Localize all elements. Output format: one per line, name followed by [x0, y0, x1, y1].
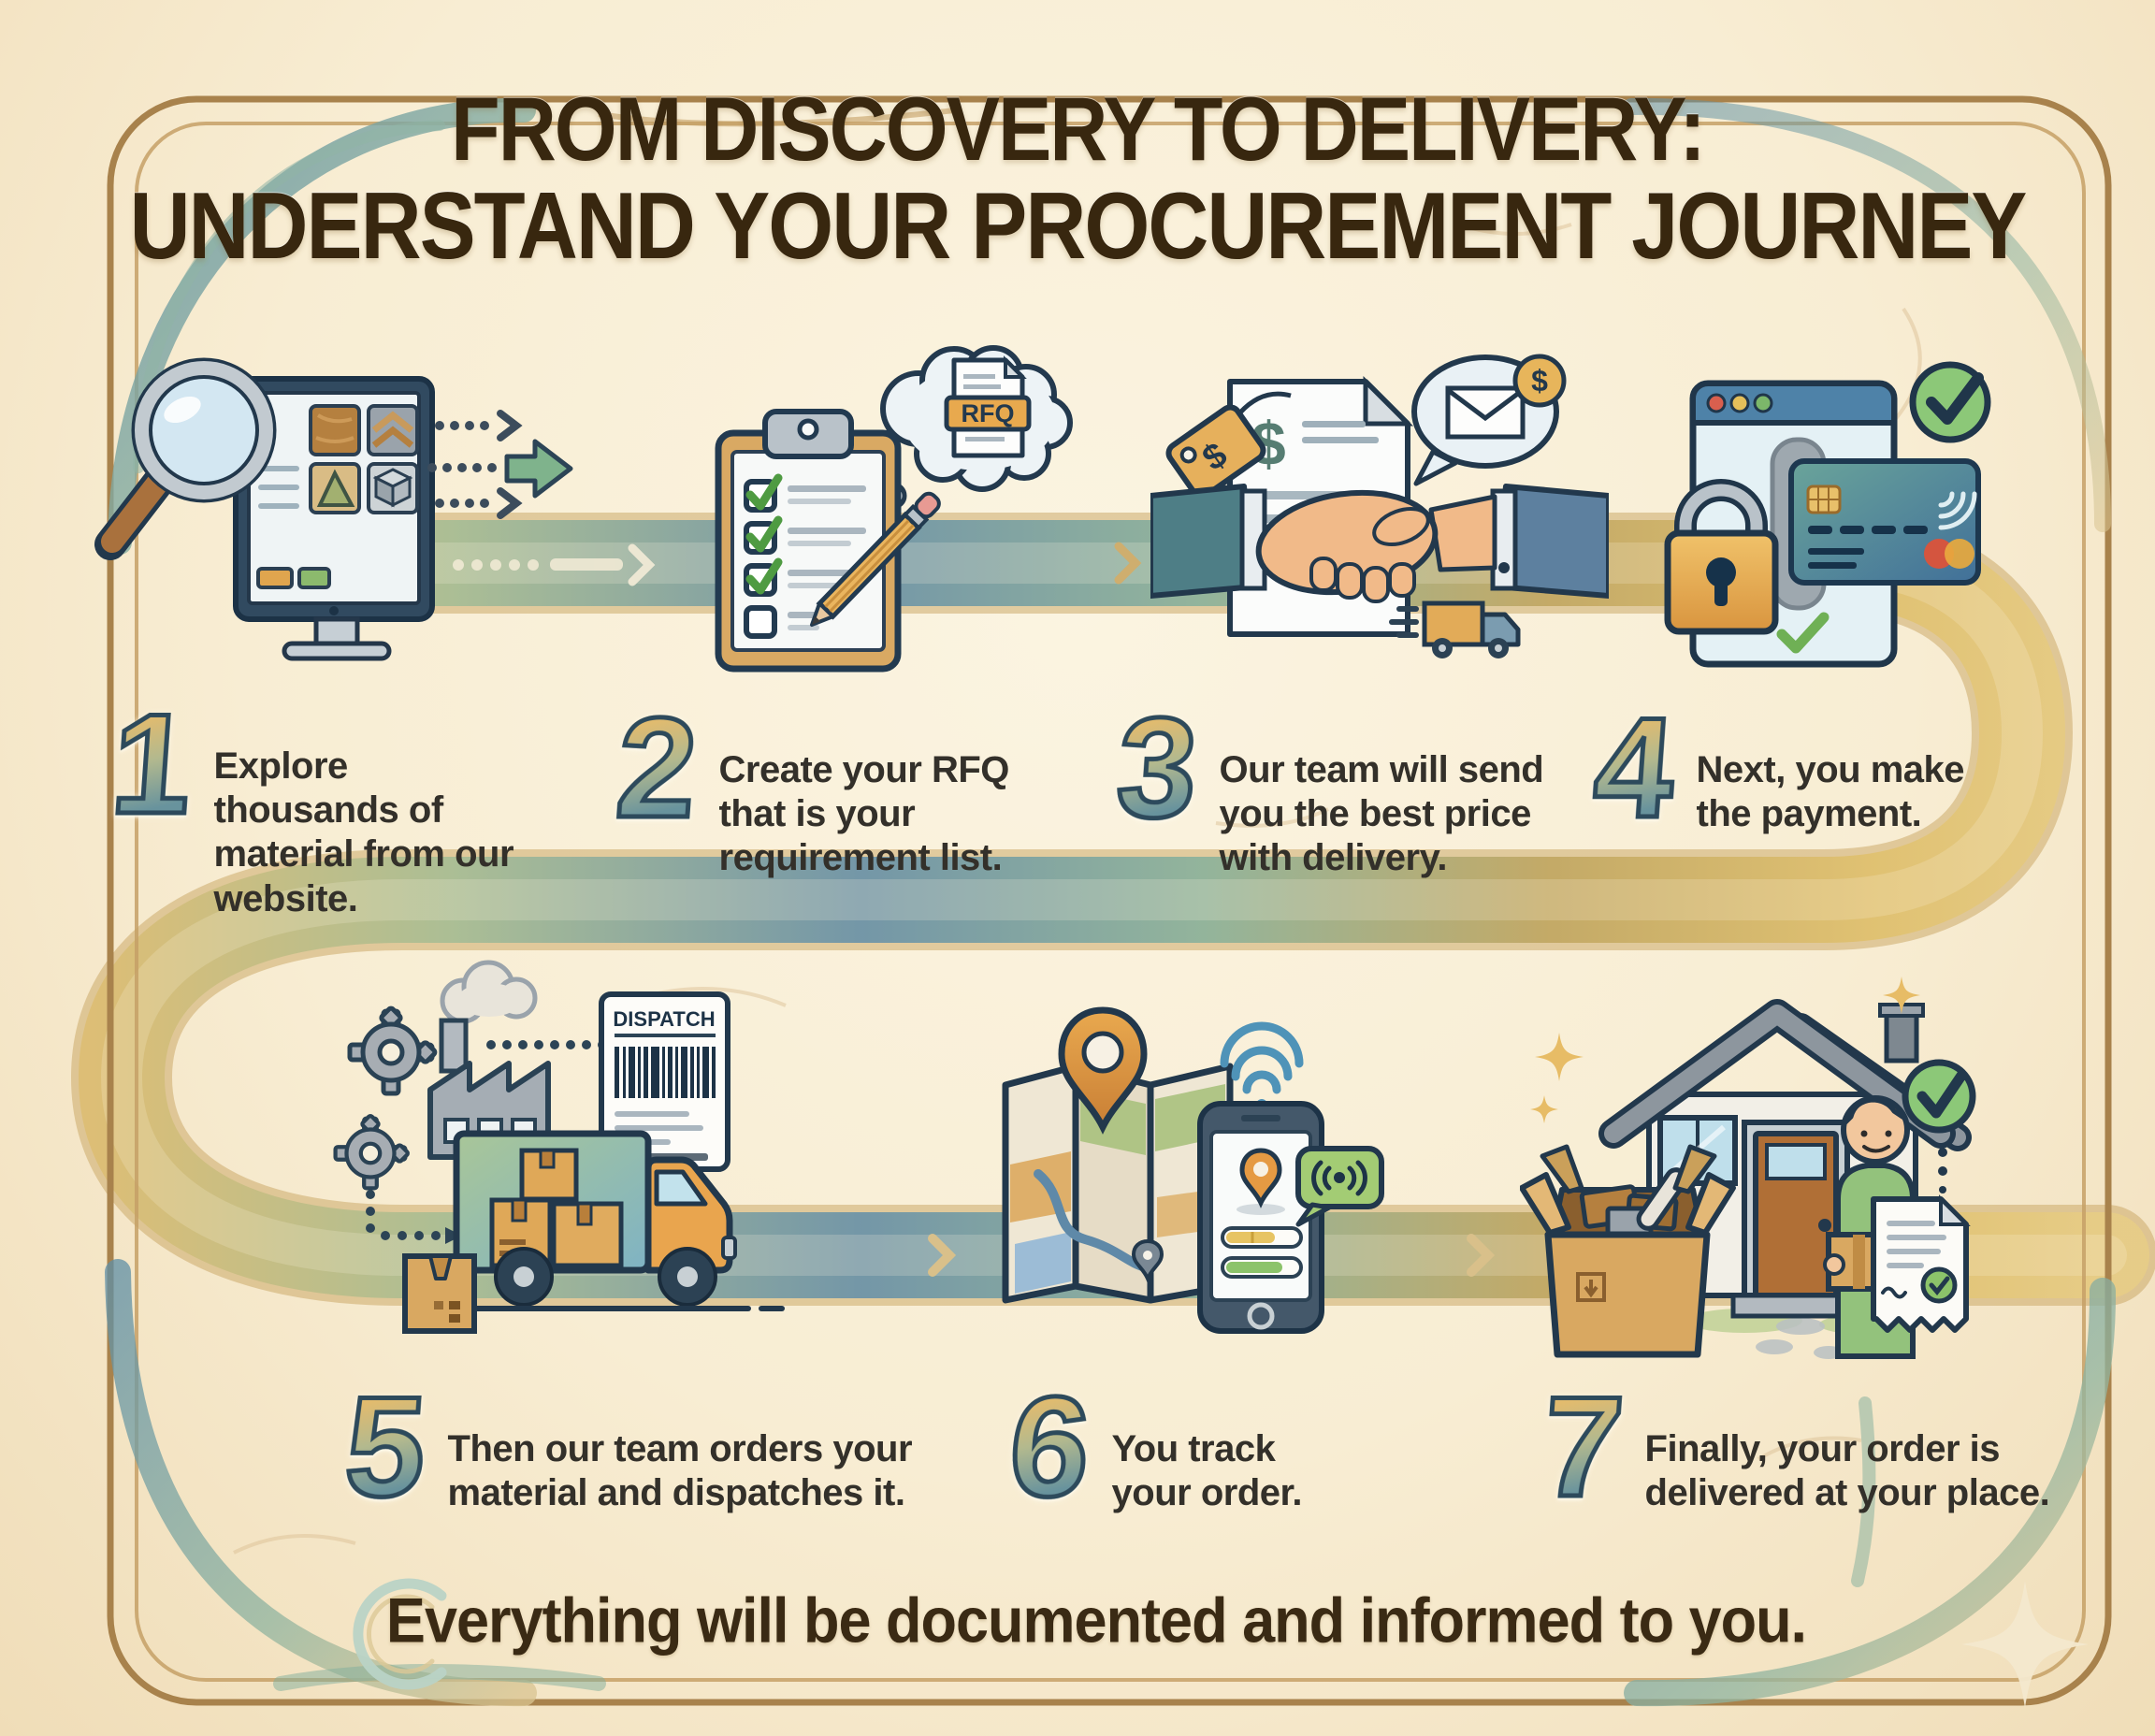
approved-check-icon	[1909, 361, 1991, 443]
material-tiles	[309, 404, 419, 514]
road-chevron-5	[1467, 1234, 1496, 1277]
open-box-icon	[1520, 1144, 1736, 1358]
road-chevron-2	[1114, 542, 1142, 585]
step-5-number: 5	[339, 1366, 433, 1529]
gear-icon-2	[333, 1114, 410, 1191]
contactless-icon	[1938, 491, 1977, 530]
phone-icon	[1197, 1101, 1324, 1334]
step-1-text: Explore thousands of material from our w…	[213, 745, 514, 919]
frame-accent-bl	[105, 1259, 537, 1707]
price-tag-icon: $	[1165, 391, 1292, 499]
frame-wave-right	[1851, 1396, 1876, 1587]
small-pin-icon	[1131, 1238, 1164, 1284]
step-2: 2 Create your RFQ that is your requireme…	[610, 687, 1104, 919]
rfq-document: RFQ	[944, 355, 1032, 458]
frame-wave-top	[598, 108, 955, 127]
sparkle-icon	[1961, 1581, 2089, 1708]
road-chevron-1	[628, 543, 656, 586]
step-6: 6 You track your order.	[1003, 1366, 1497, 1553]
step-6-number: 6	[1003, 1366, 1097, 1529]
step-1: 1 Explore thousands of material from our…	[105, 683, 599, 959]
step-4-icon-secure-payment-icon	[1664, 361, 1991, 668]
road-sheen	[101, 542, 2127, 1276]
truck-icon	[427, 1130, 785, 1311]
delivery-truck-icon	[1389, 600, 1521, 658]
map-pin-icon	[1058, 1006, 1148, 1135]
step-4: 4 Next, you make the payment.	[1587, 687, 2119, 874]
step-3: 3 Our team will send you the best price …	[1110, 687, 1642, 919]
road-path	[79, 520, 2149, 1298]
title-line-1: FROM DISCOVERY TO DELIVERY:	[451, 79, 1706, 181]
step-1-icon-magnifier-monitor-icon	[94, 357, 573, 661]
receipt-icon	[1871, 1194, 1971, 1333]
frame-accent-tr	[1623, 97, 2111, 532]
frame-inner	[135, 122, 2086, 1682]
payment-check-icon	[1776, 612, 1830, 654]
frame-wave-bottom	[273, 1663, 606, 1691]
step-5-icon-factory-dispatch-icon: DISPATCH	[333, 960, 785, 1334]
footer-crescent	[353, 1578, 447, 1690]
journey-road	[71, 513, 2155, 1306]
footer-note: Everything will be documented and inform…	[385, 1585, 1807, 1656]
ground-box	[402, 1253, 477, 1334]
title-line-2: UNDERSTAND YOUR PROCUREMENT JOURNEY	[129, 174, 2028, 280]
step-3-text: Our team will send you the best price wi…	[1219, 749, 1544, 879]
step-2-text: Create your RFQ that is your requirement…	[718, 749, 1010, 879]
handshake-icon	[1150, 484, 1609, 603]
step-2-number: 2	[610, 687, 704, 850]
credit-card-icon	[1788, 458, 1981, 586]
wifi-icon	[1220, 1021, 1304, 1110]
magnifier-icon	[94, 357, 277, 560]
svg-text:$: $	[1531, 364, 1548, 398]
rfq-label: RFQ	[962, 399, 1015, 427]
step-5-text: Then our team orders your material and d…	[447, 1428, 913, 1514]
road-dots	[453, 558, 623, 571]
thought-bubble: RFQ	[866, 345, 1073, 528]
flow-arrows	[427, 410, 573, 519]
delivered-check-icon	[1902, 1059, 1976, 1194]
padlock-icon	[1664, 479, 1779, 635]
dispatch-text: DISPATCH	[613, 1007, 715, 1031]
step-7-number: 7	[1536, 1366, 1630, 1529]
listing-lines	[256, 466, 331, 589]
step-6-icon-tracking-icon	[1002, 1006, 1384, 1334]
notify-bubble-icon	[1295, 1146, 1384, 1227]
route-line	[1034, 1169, 1150, 1272]
sparkles	[1530, 976, 1920, 1123]
step-5: 5 Then our team orders your material and…	[339, 1366, 1001, 1553]
step-7-icon-home-delivery-icon	[1520, 976, 1976, 1359]
road-chevron-4	[928, 1234, 957, 1277]
green-arrow-icon	[504, 439, 573, 499]
step-4-text: Next, you make the payment.	[1696, 749, 1965, 835]
step-1-number: 1	[105, 683, 199, 846]
frame-accent-br	[1624, 1278, 2117, 1707]
step-3-icon-handshake-quote-icon: $ $ $	[1150, 354, 1609, 658]
step-7: 7 Finally, your order is delivered at yo…	[1536, 1366, 2142, 1553]
step-7-text: Finally, your order is delivered at your…	[1644, 1428, 2050, 1514]
step-3-number: 3	[1110, 687, 1205, 850]
step-2-icon-clipboard-rfq-icon: RFQ	[715, 345, 1073, 673]
step-4-number: 4	[1587, 687, 1682, 850]
step-6-text: You track your order.	[1111, 1428, 1303, 1514]
barcode-icon	[615, 1047, 716, 1098]
page-title: FROM DISCOVERY TO DELIVERY: UNDERSTAND Y…	[0, 79, 2155, 280]
checklist-rows	[744, 473, 866, 639]
message-bubble: $	[1411, 354, 1567, 486]
pencil-icon	[810, 491, 941, 627]
smoke-cloud	[440, 960, 538, 1024]
frame-outer	[107, 95, 2112, 1706]
gear-icon-1	[347, 1005, 438, 1096]
